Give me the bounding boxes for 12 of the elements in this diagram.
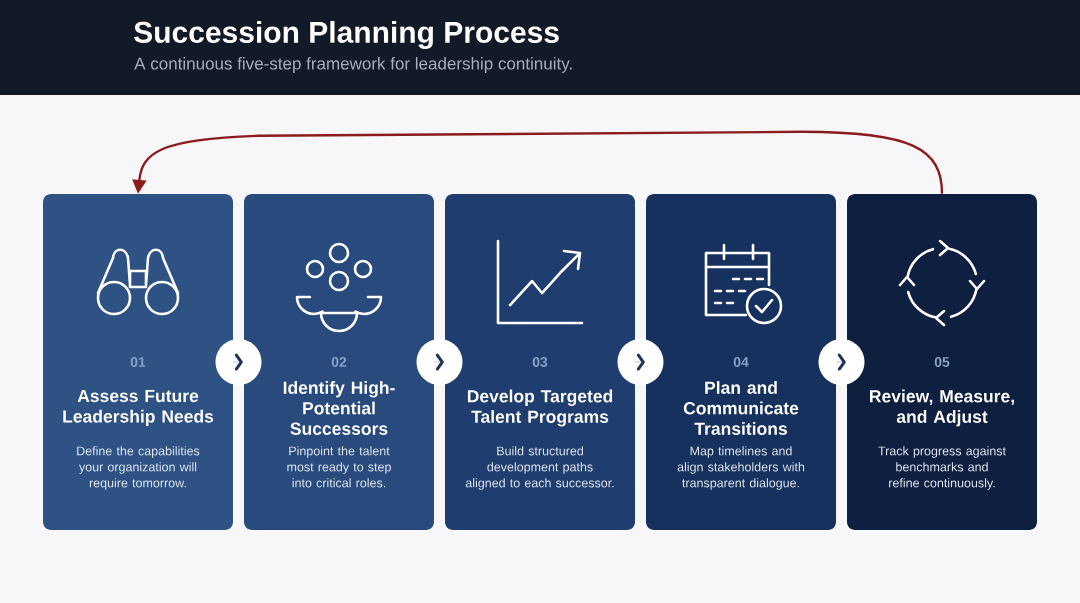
chevron-arrow <box>416 339 463 385</box>
step-card: 04 Plan and Communicate Transitions Map timelines and align stakeholders with transparent dialogue. <box>646 194 836 530</box>
title: Succession Planning Process <box>134 20 559 50</box>
chevron-arrow <box>818 339 865 385</box>
step-card: 02 Identify High-Potential Successors Pinpoint the talent most ready to step into critical roles. <box>244 194 434 530</box>
subtitle: A continuous five-step framework for leadership continuity. <box>134 57 572 73</box>
loop-arrow <box>132 130 944 194</box>
chevron-arrow <box>215 339 262 385</box>
step-card: 01 Assess Future Leadership Needs Define the capabilities your organization will require tomorrow. <box>43 194 233 530</box>
step-card: 03 Develop Targeted Talent Programs Build structured development paths aligned to each successor. <box>445 194 635 530</box>
step-card: 05 Review, Measure, and Adjust Track progress against benchmarks and refine continuously. <box>847 194 1037 530</box>
chevron-arrow <box>617 339 664 385</box>
